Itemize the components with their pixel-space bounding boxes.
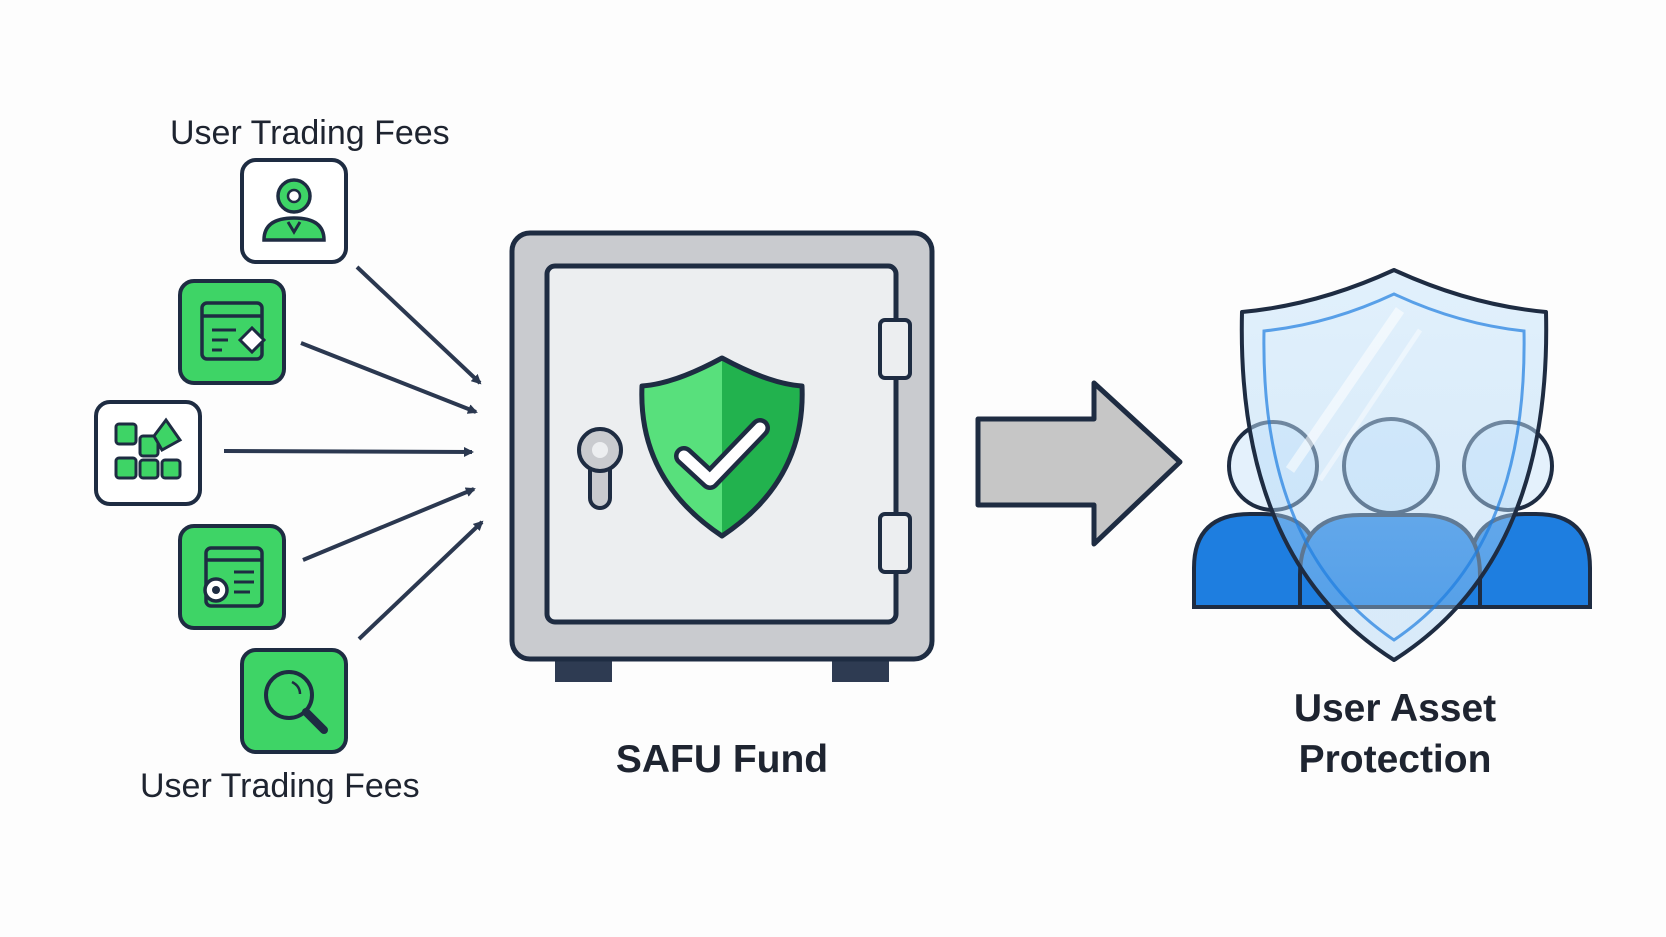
protected-users-icon [1192, 268, 1592, 662]
arrow-from-search [357, 520, 484, 641]
fees-bottom-label: User Trading Fees [140, 767, 420, 805]
arrow-from-wallet [300, 341, 478, 414]
receipt-coin-icon [178, 524, 286, 630]
keyhole-icon [577, 427, 623, 510]
search-icon [240, 648, 348, 754]
blocks-icon [94, 400, 202, 506]
incoming-arrows [223, 265, 484, 641]
fees-top-label: User Trading Fees [170, 114, 450, 152]
protection-label: User Asset Protection [1260, 683, 1530, 785]
safu-fund-label: SAFU Fund [615, 738, 829, 781]
user-icon [240, 158, 348, 264]
flow-arrow [975, 380, 1183, 547]
protection-label-line1: User Asset [1293, 687, 1497, 730]
protection-label-line2: Protection [1298, 738, 1492, 781]
safe-vault [509, 230, 935, 682]
wallet-card-icon [178, 279, 286, 385]
arrow-from-receipt [302, 487, 476, 562]
glass-shield-icon [1239, 268, 1549, 662]
shield-check-icon [639, 355, 805, 539]
arrow-from-user [355, 265, 482, 385]
arrow-from-blocks [223, 446, 474, 457]
